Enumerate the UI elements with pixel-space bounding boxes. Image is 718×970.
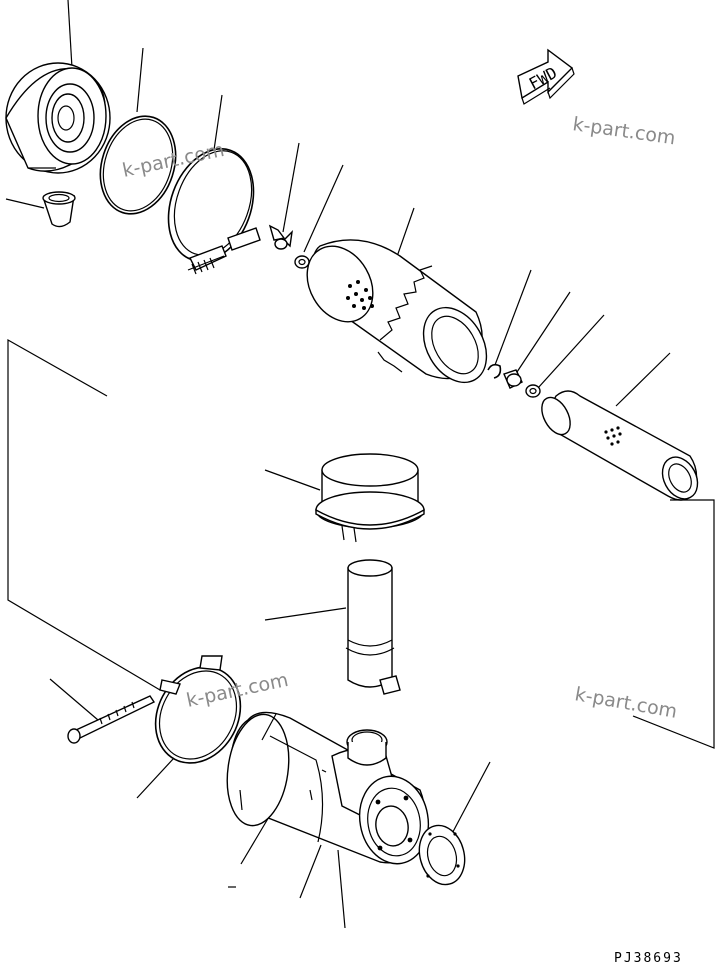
assembly-connector-lines — [7, 338, 715, 749]
outlet-gasket — [418, 824, 466, 886]
air-cleaner-body — [226, 711, 430, 865]
vacuator-valve — [42, 191, 76, 228]
connector-nut — [503, 369, 523, 389]
rain-cap — [315, 453, 425, 543]
o-ring — [99, 115, 177, 215]
perforation-pattern-inner — [604, 426, 622, 446]
watermark-1: k-part.com — [571, 113, 677, 149]
outer-filter-element — [306, 239, 488, 384]
drawing-code: PJ38693 — [614, 951, 683, 966]
fwd-direction-arrow: FWD — [517, 48, 575, 105]
inlet-pipe — [345, 559, 401, 695]
washer-seal — [294, 255, 310, 269]
mounting-band — [154, 655, 242, 764]
wing-nut — [268, 224, 293, 250]
mounting-bolt — [67, 695, 156, 744]
end-cover — [5, 62, 111, 174]
band-clamp — [167, 148, 261, 275]
watermark-4: k-part.com — [184, 669, 290, 712]
inner-filter-element — [541, 390, 699, 501]
perforation-pattern — [346, 280, 374, 310]
small-washer — [525, 384, 541, 398]
leader-lines — [5, 0, 671, 929]
watermark-2: k-part.com — [120, 139, 226, 182]
retaining-ring — [487, 363, 502, 379]
watermark-3: k-part.com — [573, 683, 679, 723]
